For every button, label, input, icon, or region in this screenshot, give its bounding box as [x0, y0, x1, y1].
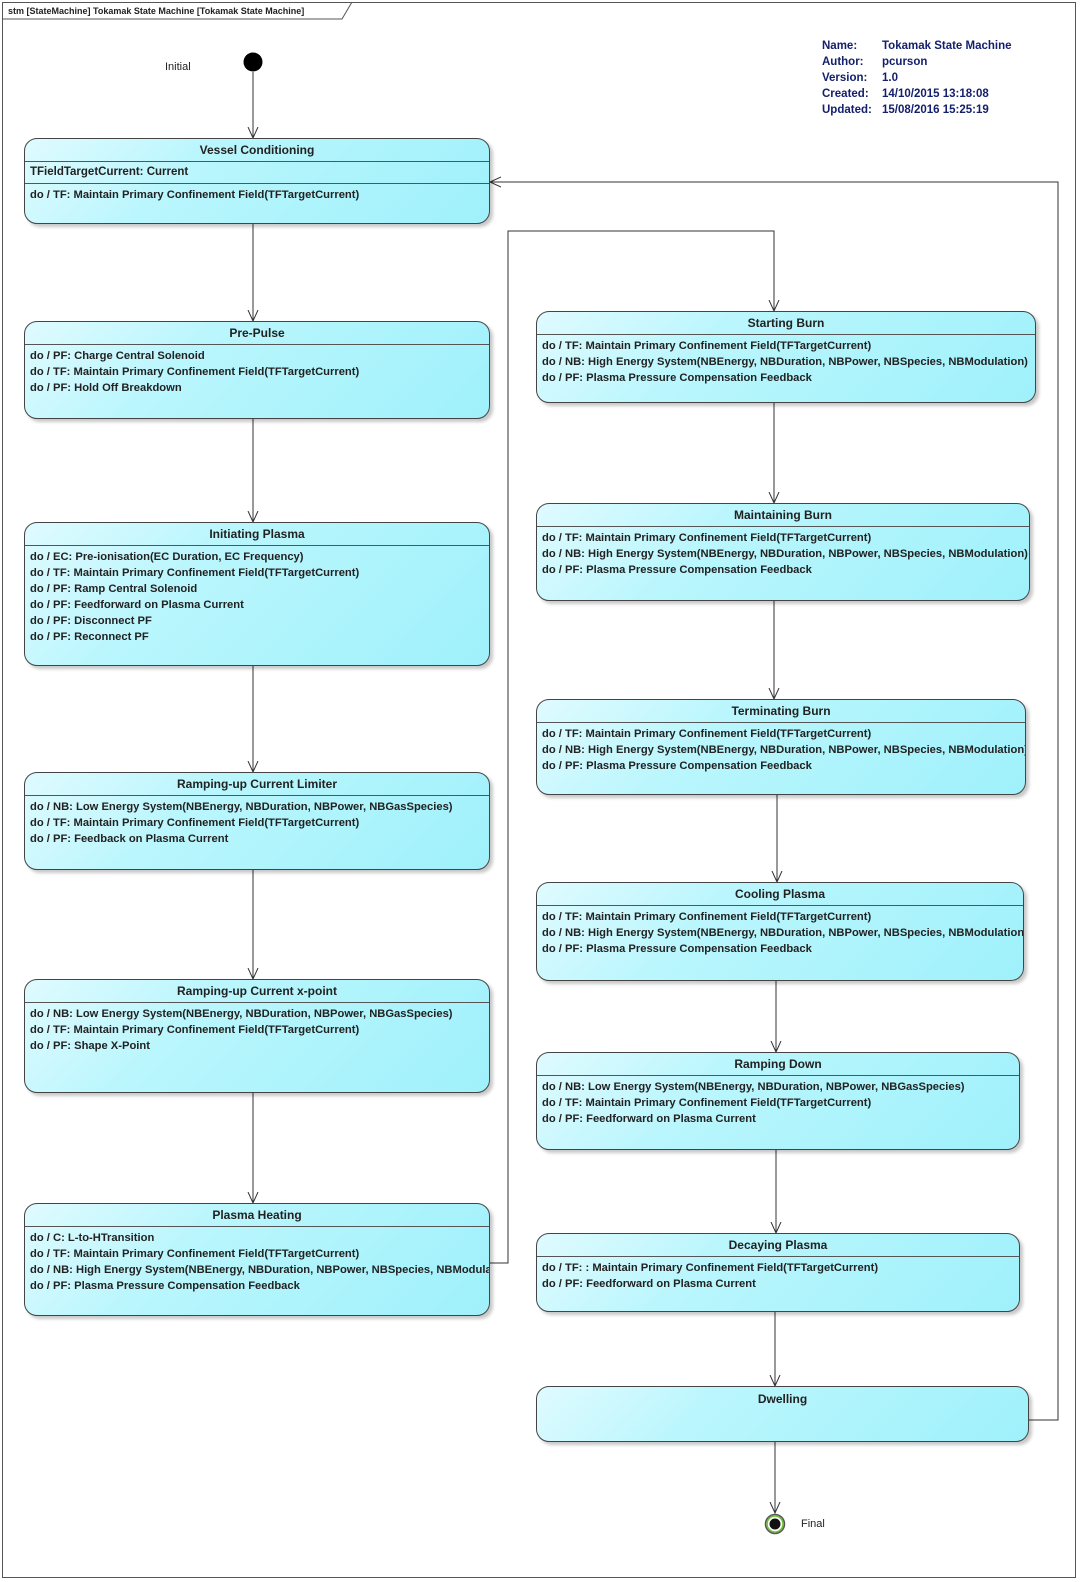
state-activity: do / PF: Charge Central Solenoid [30, 350, 205, 362]
state-activity: do / TF: Maintain Primary Confinement Fi… [30, 817, 360, 829]
state-activity: do / PF: Plasma Pressure Compensation Fe… [30, 1280, 300, 1292]
state-name: Dwelling [757, 1392, 808, 1406]
state-activity: do / TF: Maintain Primary Confinement Fi… [30, 189, 360, 201]
state-activity: do / TF: Maintain Primary Confinement Fi… [30, 567, 360, 579]
state-activities: do / NB: Low Energy System(NBEnergy, NBD… [537, 1076, 1019, 1127]
state-name: Terminating Burn [537, 700, 1025, 723]
state-activity: do / NB: Low Energy System(NBEnergy, NBD… [30, 801, 453, 813]
state-name: Initiating Plasma [25, 523, 489, 546]
info-key: Created: [822, 88, 869, 100]
info-value: Tokamak State Machine [882, 40, 1012, 52]
state-activity: do / TF: Maintain Primary Confinement Fi… [542, 728, 872, 740]
state-activity: do / PF: Plasma Pressure Compensation Fe… [542, 372, 812, 384]
state-activity: do / NB: High Energy System(NBEnergy, NB… [30, 1264, 490, 1276]
frame-title: stm [StateMachine] Tokamak State Machine… [8, 6, 305, 16]
state-activity: do / NB: Low Energy System(NBEnergy, NBD… [30, 1008, 453, 1020]
state-activity: do / TF: Maintain Primary Confinement Fi… [542, 911, 872, 923]
state-activity: do / PF: Ramp Central Solenoid [30, 583, 198, 595]
info-key: Updated: [822, 104, 872, 116]
state-dwelling[interactable]: Dwelling [536, 1386, 1029, 1442]
state-activity: do / PF: Feedforward on Plasma Current [542, 1113, 756, 1125]
frame-tab: stm [StateMachine] Tokamak State Machine… [2, 2, 353, 20]
state-activities: do / TF: Maintain Primary Confinement Fi… [537, 335, 1035, 386]
state-name: Maintaining Burn [537, 504, 1029, 527]
state-activity: do / TF: : Maintain Primary Confinement … [542, 1262, 879, 1274]
state-activity: do / PF: Plasma Pressure Compensation Fe… [542, 564, 812, 576]
state-cooling-plasma[interactable]: Cooling Plasma do / TF: Maintain Primary… [536, 882, 1024, 981]
state-initiating-plasma[interactable]: Initiating Plasma do / EC: Pre-ionisatio… [24, 522, 490, 666]
initial-label: Initial [165, 61, 191, 73]
state-activities: do / NB: Low Energy System(NBEnergy, NBD… [25, 1003, 489, 1054]
info-value: 14/10/2015 13:18:08 [882, 88, 989, 100]
state-name: Ramping Down [537, 1053, 1019, 1076]
state-activity: do / TF: Maintain Primary Confinement Fi… [30, 366, 360, 378]
state-activity: do / TF: Maintain Primary Confinement Fi… [542, 1097, 872, 1109]
info-key: Version: [822, 72, 868, 84]
final-node[interactable] [764, 1513, 786, 1535]
state-activity: do / PF: Plasma Pressure Compensation Fe… [542, 943, 812, 955]
state-activity: do / NB: Low Energy System(NBEnergy, NBD… [542, 1081, 965, 1093]
state-activity: do / TF: Maintain Primary Confinement Fi… [542, 532, 872, 544]
state-name: Ramping-up Current x-point [25, 980, 489, 1003]
state-activity: do / PF: Hold Off Breakdown [30, 382, 182, 394]
info-value: pcurson [882, 56, 928, 68]
initial-node[interactable] [243, 52, 263, 72]
state-activities: do / C: L-to-HTransition do / TF: Mainta… [25, 1227, 489, 1294]
info-key: Author: [822, 56, 864, 68]
state-activity: do / PF: Plasma Pressure Compensation Fe… [542, 760, 812, 772]
transition-dwelling-to-vessel[interactable] [490, 182, 1059, 1421]
transition-heating-to-starting[interactable] [490, 230, 774, 1264]
state-name: Vessel Conditioning [25, 139, 489, 162]
state-activity: do / NB: High Energy System(NBEnergy, NB… [542, 356, 1028, 368]
state-activities: do / TF: Maintain Primary Confinement Fi… [537, 723, 1025, 774]
state-starting-burn[interactable]: Starting Burn do / TF: Maintain Primary … [536, 311, 1036, 403]
state-activity: do / TF: Maintain Primary Confinement Fi… [30, 1024, 360, 1036]
state-activity: do / PF: Disconnect PF [30, 615, 152, 627]
state-name: Starting Burn [537, 312, 1035, 335]
info-value: 15/08/2016 15:25:19 [882, 104, 989, 116]
state-activities: do / TF: : Maintain Primary Confinement … [537, 1257, 1019, 1292]
state-activity: do / PF: Feedback on Plasma Current [30, 833, 229, 845]
state-activities: do / TF: Maintain Primary Confinement Fi… [25, 184, 489, 203]
final-label: Final [801, 1518, 825, 1530]
info-value: 1.0 [882, 72, 898, 84]
state-activity: do / PF: Shape X-Point [30, 1040, 150, 1052]
state-activity: do / PF: Feedforward on Plasma Current [30, 599, 244, 611]
frame-tab-outline [2, 2, 353, 20]
state-name: Plasma Heating [25, 1204, 489, 1227]
state-activities: do / PF: Charge Central Solenoid do / TF… [25, 345, 489, 396]
state-ramping-down[interactable]: Ramping Down do / NB: Low Energy System(… [536, 1052, 1020, 1150]
state-name: Decaying Plasma [537, 1234, 1019, 1257]
state-activity: do / TF: Maintain Primary Confinement Fi… [542, 340, 872, 352]
state-activity: do / PF: Feedforward on Plasma Current [542, 1278, 756, 1290]
state-attribute: TFieldTargetCurrent: Current [25, 162, 489, 184]
state-plasma-heating[interactable]: Plasma Heating do / C: L-to-HTransition … [24, 1203, 490, 1316]
state-maintaining-burn[interactable]: Maintaining Burn do / TF: Maintain Prima… [536, 503, 1030, 601]
state-pre-pulse[interactable]: Pre-Pulse do / PF: Charge Central Soleno… [24, 321, 490, 419]
state-activities: do / TF: Maintain Primary Confinement Fi… [537, 906, 1023, 957]
state-activity: do / PF: Reconnect PF [30, 631, 149, 643]
state-name: Ramping-up Current Limiter [25, 773, 489, 796]
state-name: Pre-Pulse [25, 322, 489, 345]
state-ramping-up-current-limiter[interactable]: Ramping-up Current Limiter do / NB: Low … [24, 772, 490, 870]
state-activities: do / TF: Maintain Primary Confinement Fi… [537, 527, 1029, 578]
state-terminating-burn[interactable]: Terminating Burn do / TF: Maintain Prima… [536, 699, 1026, 795]
state-activity: do / C: L-to-HTransition [30, 1232, 155, 1244]
state-name: Cooling Plasma [537, 883, 1023, 906]
state-activity: do / NB: High Energy System(NBEnergy, NB… [542, 548, 1028, 560]
state-decaying-plasma[interactable]: Decaying Plasma do / TF: : Maintain Prim… [536, 1233, 1020, 1312]
state-vessel-conditioning[interactable]: Vessel Conditioning TFieldTargetCurrent:… [24, 138, 490, 224]
state-activity: do / EC: Pre-ionisation(EC Duration, EC … [30, 551, 304, 563]
state-ramping-up-current-x-point[interactable]: Ramping-up Current x-point do / NB: Low … [24, 979, 490, 1093]
info-key: Name: [822, 40, 858, 52]
state-activity: do / NB: High Energy System(NBEnergy, NB… [542, 744, 1026, 756]
state-activity: do / TF: Maintain Primary Confinement Fi… [30, 1248, 360, 1260]
state-activities: do / NB: Low Energy System(NBEnergy, NBD… [25, 796, 489, 847]
state-activities: do / EC: Pre-ionisation(EC Duration, EC … [25, 546, 489, 645]
state-activity: do / NB: High Energy System(NBEnergy, NB… [542, 927, 1024, 939]
